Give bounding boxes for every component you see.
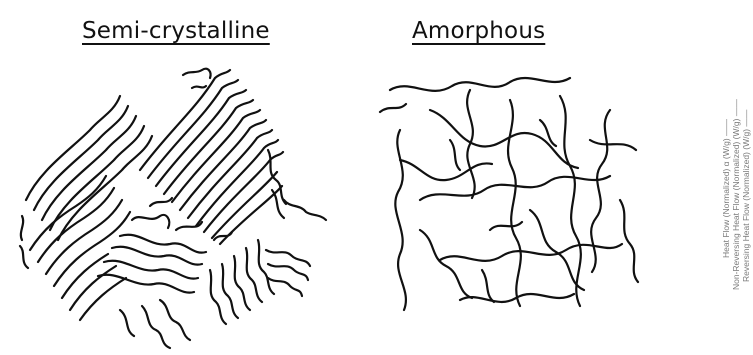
axis-label-reversing: Reversing Heat Flow (Normalized) (W/g) —… [741,110,751,282]
amorphous-diagram [360,0,660,355]
lamellae-left [20,96,152,320]
axis-label-non-reversing: Non-Reversing Heat Flow (Normalized) (W/… [731,99,741,290]
entangled-chains [380,78,638,310]
axis-label-heat-flow: Heat Flow (Normalized) α (W/g) —— [721,119,731,258]
side-axis-labels: Heat Flow (Normalized) α (W/g) —— Non-Re… [633,0,753,355]
semi-crystalline-diagram [0,0,360,355]
lamellae-lower-center [98,198,310,348]
